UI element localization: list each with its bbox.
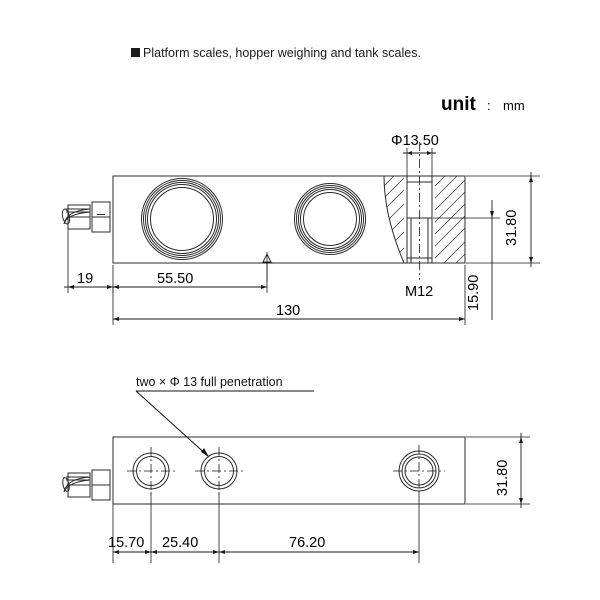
d7620-arrow-right bbox=[413, 550, 419, 554]
dim-cable-end-19: 19 bbox=[64, 229, 117, 293]
d1570-arrow-right bbox=[145, 550, 151, 554]
d130-text: 130 bbox=[276, 303, 300, 319]
dim-76-20: 76.20 bbox=[219, 535, 419, 554]
unit-separator: : bbox=[487, 98, 491, 113]
datum-arrow bbox=[262, 252, 272, 263]
unit-value: mm bbox=[503, 98, 525, 113]
d1570-arrow-left bbox=[113, 550, 119, 554]
d7620-arrow-left bbox=[219, 550, 225, 554]
d3180-arrow-bot bbox=[529, 257, 533, 263]
dim-25-40: 25.40 bbox=[151, 535, 219, 554]
mounting-hole-2 bbox=[195, 447, 243, 495]
hole2-ring-2 bbox=[297, 186, 364, 253]
unit-label: unit bbox=[441, 94, 476, 115]
note-leader-line bbox=[135, 390, 210, 458]
bottom-plan-view: two × Φ 13 full penetration bbox=[62, 375, 530, 563]
dim-width-31-80-bottom: 31.80 bbox=[466, 433, 530, 508]
dim-height-31-80-side: 31.80 bbox=[466, 172, 540, 267]
phi-arrow-left bbox=[407, 151, 412, 155]
d130-arrow-right bbox=[459, 317, 465, 321]
right-blind-hole-side bbox=[295, 184, 366, 255]
penetration-note-group: two × Φ 13 full penetration bbox=[135, 375, 314, 458]
dim-overall-length-130: 130 bbox=[112, 265, 466, 325]
dim-hole-diameter: Φ13.50 bbox=[391, 133, 439, 178]
dim-first-hole-55-50: 55.50 bbox=[113, 263, 268, 293]
mounting-hole-1 bbox=[127, 447, 175, 495]
hole2-ring-3 bbox=[299, 188, 362, 251]
d5550-arrow-left bbox=[113, 285, 119, 289]
hole2-ring-4 bbox=[301, 190, 360, 249]
d2540-arrow-left bbox=[151, 550, 157, 554]
load-cell-body-side bbox=[113, 176, 465, 263]
cable-assembly-side bbox=[61, 202, 110, 232]
mounting-hole-3-threaded bbox=[393, 445, 445, 497]
d130-arrow-left bbox=[113, 317, 119, 321]
section-hatching bbox=[384, 176, 465, 263]
cable-assembly-bottom bbox=[62, 470, 110, 500]
bv3180-arrow-bot bbox=[519, 498, 523, 504]
hole-ring-1 bbox=[142, 179, 223, 260]
d19-arrow-left bbox=[68, 285, 74, 289]
hole-ring-3 bbox=[146, 183, 219, 256]
left-blind-hole-side bbox=[142, 179, 223, 260]
load-cell-body-bottom bbox=[113, 437, 465, 504]
d1570-text: 15.70 bbox=[108, 535, 144, 551]
hole-ring-5 bbox=[151, 188, 214, 251]
filled-square-bullet-icon bbox=[131, 48, 140, 57]
section-break-line bbox=[384, 176, 404, 263]
cable-end-ellipse-bottom bbox=[62, 477, 71, 492]
hole-ring-4 bbox=[148, 185, 217, 254]
d7620-text: 76.20 bbox=[289, 535, 325, 551]
header-caption-group: Platform scales, hopper weighing and tan… bbox=[131, 46, 421, 60]
d2540-arrow-right bbox=[213, 550, 219, 554]
d3180-arrow-top bbox=[529, 176, 533, 182]
phi-dim-text: Φ13.50 bbox=[391, 133, 439, 149]
m12-threaded-bore-section bbox=[407, 142, 432, 280]
unit-note-group: unit : mm bbox=[441, 94, 525, 115]
hole2-ring-1 bbox=[295, 184, 366, 255]
d3180-text: 31.80 bbox=[504, 210, 520, 246]
dim-thread-depth-15-90: 15.90 bbox=[433, 200, 500, 320]
d2540-text: 25.40 bbox=[162, 535, 198, 551]
d19-text: 19 bbox=[77, 271, 93, 287]
d1590-text: 15.90 bbox=[466, 275, 482, 311]
d19-arrow-right bbox=[107, 285, 113, 289]
dim-15-70: 15.70 bbox=[108, 535, 151, 554]
side-elevation-view: Φ13.50 M12 19 bbox=[61, 133, 540, 325]
penetration-note-text: two × Φ 13 full penetration bbox=[136, 375, 283, 389]
hole2-ring-5 bbox=[304, 193, 357, 246]
d1590-arrow-top bbox=[490, 211, 494, 218]
caption-text: Platform scales, hopper weighing and tan… bbox=[143, 46, 421, 60]
m12-thread-label: M12 bbox=[405, 284, 433, 300]
d5550-text: 55.50 bbox=[157, 271, 193, 287]
bv3180-text: 31.80 bbox=[495, 460, 511, 496]
d5550-arrow-right bbox=[261, 285, 267, 289]
phi-arrow-right bbox=[427, 151, 432, 155]
note-leader-arrow bbox=[201, 448, 209, 457]
bv3180-arrow-top bbox=[519, 437, 523, 443]
hole-ring-2 bbox=[144, 181, 221, 258]
